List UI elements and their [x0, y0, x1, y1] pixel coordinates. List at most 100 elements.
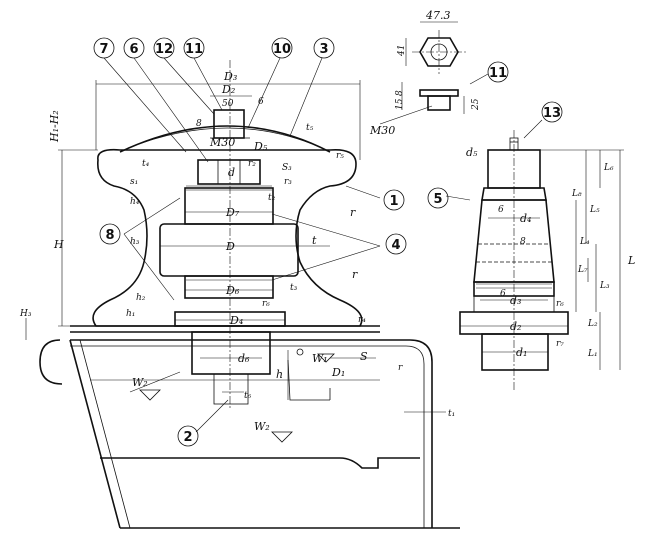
- label-t6: t₆: [244, 391, 252, 401]
- label-S: S: [360, 350, 368, 363]
- callout-13: [541, 101, 563, 123]
- washer: [419, 89, 459, 97]
- label-h3: h₃: [130, 237, 140, 247]
- lower-spigot: [191, 331, 271, 375]
- label-r2: r₂: [248, 159, 256, 169]
- nut-height-label: 41: [397, 45, 407, 57]
- nut-width-label: 47.3: [425, 9, 451, 22]
- label-h2: h₂: [136, 293, 146, 303]
- pin-label-r6: r₆: [556, 299, 564, 309]
- label-r-lower: r: [352, 268, 358, 281]
- pin-label-L4: L₄: [579, 237, 590, 247]
- label-r-deck: r: [398, 363, 403, 373]
- callout-8: 8: [99, 223, 121, 245]
- pin-label-6: 6: [498, 205, 504, 215]
- label-H3: H₃: [19, 309, 32, 319]
- top-nut: [197, 159, 261, 185]
- callout-5: [427, 187, 449, 209]
- pin-label-6b: 6: [500, 289, 506, 299]
- dimensions-main: [25, 80, 446, 413]
- callout-4-text: 4: [391, 238, 400, 253]
- label-t3: t₃: [290, 283, 298, 293]
- label-H: H: [53, 238, 64, 251]
- pin-label-d4: d₄: [520, 212, 531, 225]
- weld-w2-left: [139, 389, 161, 401]
- pin-neck: [473, 281, 555, 297]
- weld-point: [296, 348, 304, 356]
- pin-detail-view: d₅ d₄ 6 8 6 d₃ r₆ d₂ d₁ r₇ L L₆ L₈ L₅ L₄…: [427, 101, 635, 392]
- callout-11b: [487, 61, 509, 83]
- pin-label-L6: L₆: [603, 163, 614, 173]
- weld-symbols: [129, 348, 335, 443]
- callout-10-text: 10: [273, 42, 291, 57]
- callout-2: 2: [177, 425, 199, 447]
- bollard-body-outline: [92, 148, 363, 327]
- base-flange: [174, 311, 286, 327]
- pin-label-8: 8: [520, 237, 526, 247]
- label-D4: D₄: [229, 314, 243, 327]
- cap-dome: [119, 125, 331, 153]
- deck-lip: [39, 339, 63, 385]
- callout-11: 11: [183, 37, 205, 59]
- callout-6: 6: [123, 37, 145, 59]
- callout-10: 10: [271, 37, 293, 59]
- pin-taper: [473, 199, 555, 283]
- label-D3: D₃: [223, 70, 237, 83]
- hatch-upper: [186, 185, 272, 281]
- callout-11b-text: 11: [489, 66, 507, 81]
- deck-plate: [70, 339, 433, 528]
- label-r-upper: r: [350, 206, 356, 219]
- label-t1: t₁: [448, 409, 455, 419]
- callout-12: 12: [153, 37, 175, 59]
- label-D6: D₆: [225, 284, 240, 297]
- callout-1-text: 1: [389, 194, 398, 209]
- label-r5: r₅: [336, 151, 344, 161]
- pin-label-L8: L₈: [571, 189, 582, 199]
- label-h: h: [276, 368, 283, 381]
- nut-25-label: 25: [471, 98, 481, 111]
- label-W2-left: W₂: [132, 376, 148, 389]
- label-S3: S₃: [282, 163, 292, 173]
- weld-w2-bottom: [271, 431, 293, 443]
- nut-15-label: 15: [395, 98, 405, 110]
- nut-detail-view: 47.3 41 8 15 25 M30 11: [369, 9, 509, 137]
- label-50: 50: [222, 99, 234, 109]
- callout-12-text: 12: [155, 42, 173, 57]
- pin-label-L3: L₃: [599, 281, 610, 291]
- bolt-head: [213, 109, 245, 139]
- pin-label-d1: d₁: [516, 346, 527, 359]
- callout-4: 4: [385, 233, 407, 255]
- callout-3-text: 3: [319, 42, 328, 57]
- label-D2: D₂: [221, 83, 235, 96]
- callout-7-text: 7: [99, 42, 108, 57]
- label-D1: D₁: [331, 366, 345, 379]
- callout-6-text: 6: [129, 42, 138, 57]
- callout-13-text: 13: [543, 106, 561, 121]
- label-8: 8: [196, 119, 202, 129]
- label-h1: h₁: [126, 309, 135, 319]
- label-r4: r₄: [358, 315, 366, 325]
- deck-brace-left: [69, 339, 121, 529]
- label-H1-H2: H₁-H₂: [48, 110, 61, 143]
- label-r3: r₃: [284, 177, 292, 187]
- bollard-main-view: 7 6 12 11 10 3 1 8: [19, 37, 460, 529]
- label-d6: d₆: [238, 352, 250, 365]
- pin-label-r7: r₇: [556, 339, 564, 349]
- nut-side: [427, 95, 451, 111]
- nut-8-label: 8: [395, 90, 405, 96]
- pin-label-L5: L₅: [589, 205, 600, 215]
- callout-5-text: 5: [433, 192, 442, 207]
- cap-dome-inner: [127, 127, 323, 149]
- label-h4: h₄: [130, 197, 140, 207]
- callout-8-text: 8: [105, 228, 114, 243]
- pin-label-L: L: [627, 254, 635, 267]
- leaders-main: [103, 57, 381, 433]
- label-6: 6: [258, 97, 264, 107]
- pin-label-L2: L₂: [587, 319, 598, 329]
- label-d: d: [228, 166, 235, 179]
- pin-label-L7: L₇: [577, 265, 588, 275]
- pin-label-d5: d₅: [466, 146, 478, 159]
- spigot-stem: [213, 373, 249, 405]
- label-t5: t₅: [306, 123, 314, 133]
